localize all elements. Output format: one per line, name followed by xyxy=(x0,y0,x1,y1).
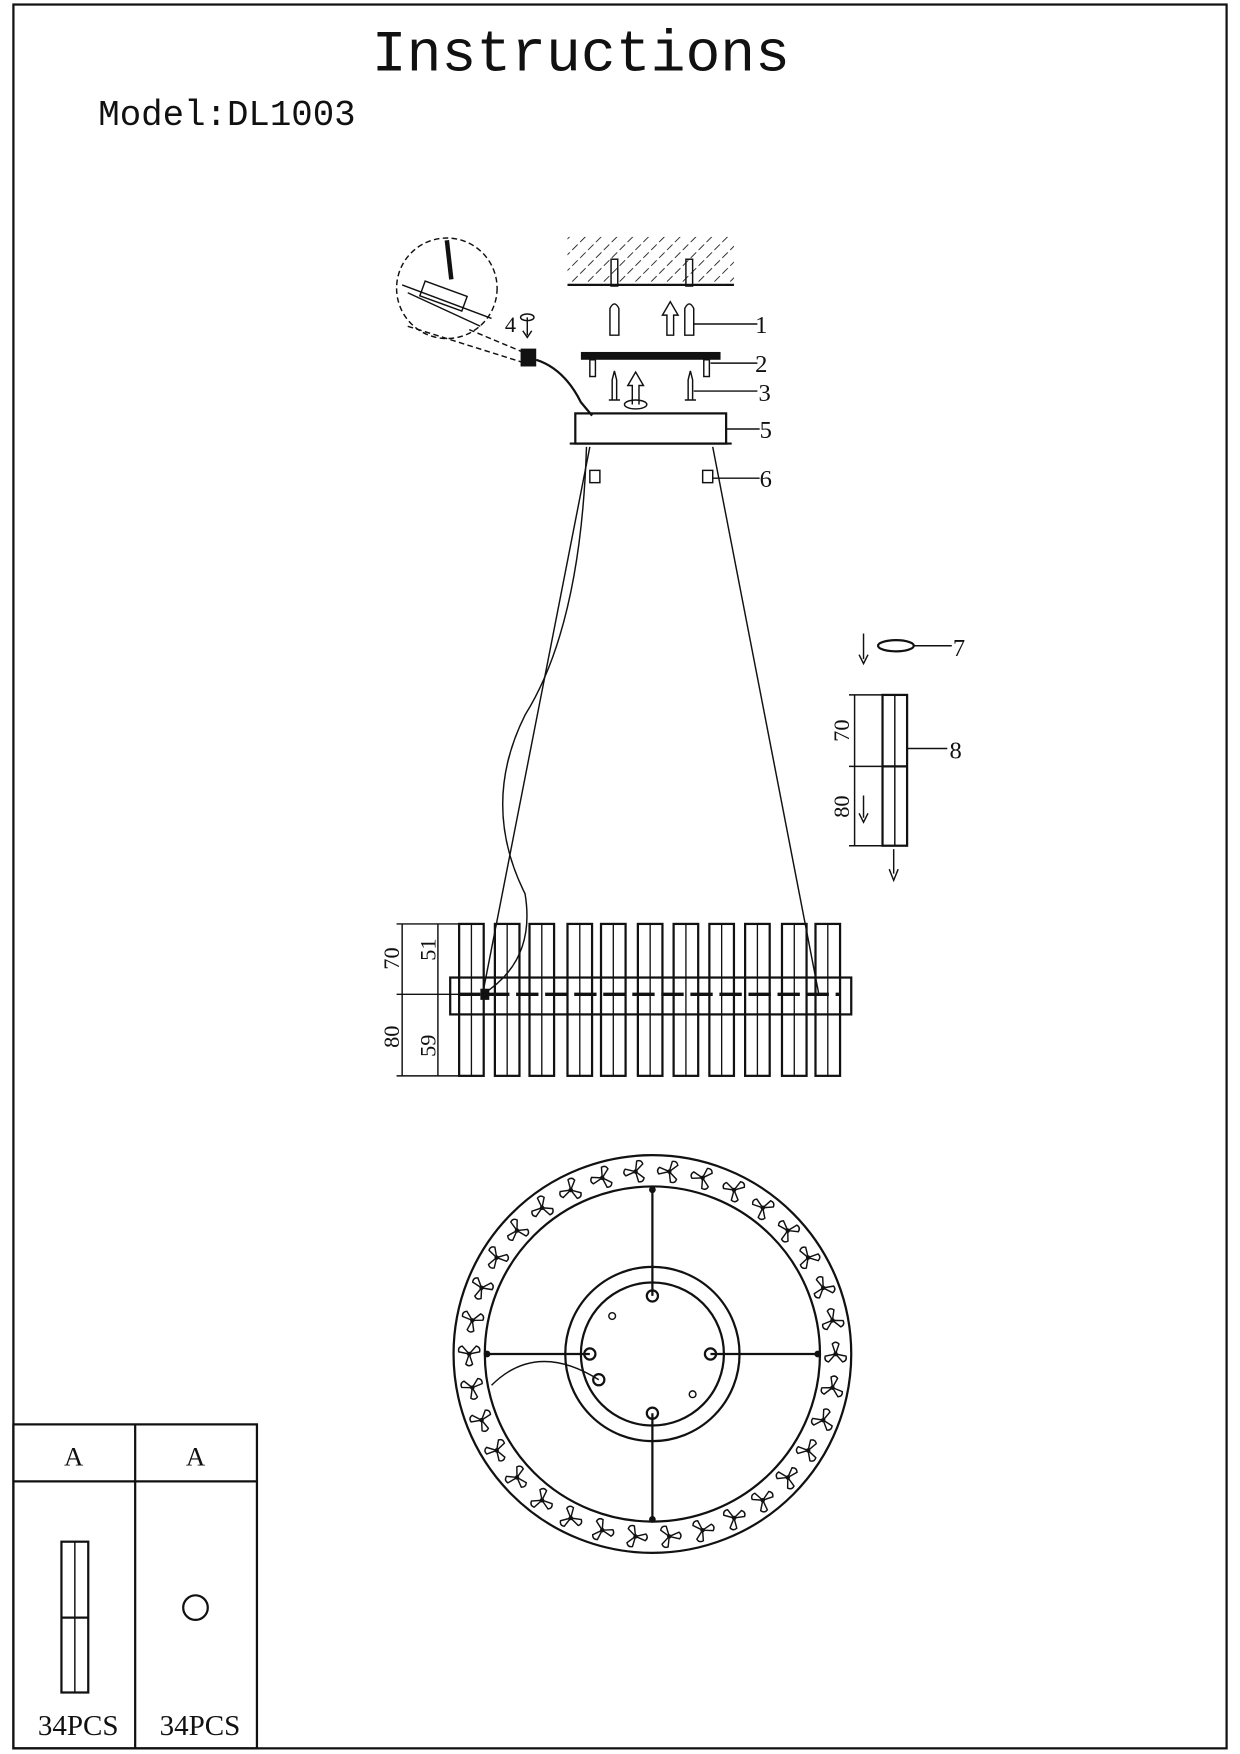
crystal-pendant xyxy=(566,922,594,1077)
crystal-pendant xyxy=(493,922,521,1077)
callout-3: 3 xyxy=(759,380,771,407)
crystal-top-icon xyxy=(824,1341,847,1363)
crystal-top-icon xyxy=(487,1246,510,1269)
side-view xyxy=(396,922,853,1077)
ring-icon xyxy=(182,1594,209,1621)
table-header-2: A xyxy=(186,1442,206,1472)
suspension-cables xyxy=(481,446,820,995)
bottom-view xyxy=(452,1154,853,1554)
screw-icon xyxy=(608,370,758,410)
dimension-lower-inner: 59 xyxy=(416,1035,441,1057)
down-arrow-icon xyxy=(858,633,869,666)
dimension-part8-lower: 80 xyxy=(829,795,854,817)
mounting-plate xyxy=(580,351,758,378)
crystal-top-icon xyxy=(530,1487,553,1510)
crystal-top-icon xyxy=(750,1490,774,1513)
crystal-top-icon xyxy=(507,1218,530,1241)
model-number: Model:DL1003 xyxy=(98,95,355,136)
up-arrow-icon xyxy=(661,300,680,336)
ring-part xyxy=(876,639,915,653)
crystal-top-icon xyxy=(799,1246,821,1270)
dimension-upper-total: 70 xyxy=(379,947,404,969)
crystal-top-icon xyxy=(460,1377,483,1400)
page-title: Instructions xyxy=(372,23,790,88)
crystal-top-icon xyxy=(820,1375,844,1398)
callout-1: 1 xyxy=(755,312,767,339)
crystal-pendant xyxy=(528,922,556,1077)
callout-8: 8 xyxy=(950,738,962,765)
crystal-top-icon xyxy=(623,1159,645,1183)
page-border xyxy=(12,3,1228,1750)
rotate-icon xyxy=(519,313,535,322)
crystal-top-icon xyxy=(659,1525,682,1549)
quantity-2: 34PCS xyxy=(160,1710,241,1742)
crystal-top-icon xyxy=(461,1310,485,1333)
quantity-1: 34PCS xyxy=(38,1710,119,1742)
crystal-pendant xyxy=(743,922,771,1077)
crystal-top-icon xyxy=(692,1520,715,1543)
crystal-top-icon xyxy=(469,1409,492,1433)
dimension-lower-total: 80 xyxy=(379,1026,404,1048)
dimension-upper-inner: 51 xyxy=(416,938,441,960)
crystal-top-icon xyxy=(484,1438,506,1462)
crystal-top-icon xyxy=(531,1195,554,1218)
crystal-top-icon xyxy=(559,1177,582,1200)
crystal-top-icon xyxy=(591,1517,615,1541)
crystal-pendant-icon xyxy=(60,1540,90,1694)
crystal-top-icon xyxy=(795,1439,818,1462)
crystal-pendant xyxy=(814,922,842,1077)
crystal-top-icon xyxy=(656,1160,679,1184)
canopy xyxy=(574,412,728,445)
wiring-detail-inset xyxy=(395,237,593,417)
crystal-top-icon xyxy=(471,1277,494,1300)
callout-2: 2 xyxy=(755,351,767,378)
crystal-pendant xyxy=(599,922,627,1077)
crystal-top-icon xyxy=(457,1345,481,1367)
crystal-top-icon xyxy=(813,1275,836,1299)
crystal-pendant xyxy=(780,922,808,1077)
crystal-top-icon xyxy=(626,1524,648,1548)
crystal-pendant-part xyxy=(849,693,948,883)
callout-4: 4 xyxy=(505,312,516,337)
crystal-pendant xyxy=(672,922,700,1077)
crystal-top-icon xyxy=(810,1408,833,1431)
crystal-top-icon xyxy=(751,1198,775,1221)
nut-icon xyxy=(701,469,714,484)
ceiling-diagram xyxy=(567,236,734,287)
crystal-top-icon xyxy=(722,1508,746,1531)
crystal-top-icon xyxy=(821,1308,845,1331)
crystal-pendant xyxy=(636,922,664,1077)
callout-7: 7 xyxy=(953,635,965,662)
crystal-top-icon xyxy=(690,1167,713,1191)
table-header-1: A xyxy=(64,1442,84,1472)
crystal-top-icon xyxy=(775,1467,798,1490)
crystal-pendant xyxy=(708,922,736,1077)
callout-6: 6 xyxy=(760,466,772,493)
dimension-part8-upper: 70 xyxy=(829,719,854,741)
parts-table: A A 34PCS 34PCS xyxy=(12,1423,259,1750)
crystal-top-icon xyxy=(777,1220,801,1243)
crystal-top-icon xyxy=(504,1465,528,1488)
callout-5: 5 xyxy=(760,417,772,444)
crystal-top-icon xyxy=(722,1180,746,1203)
crystal-pendant xyxy=(458,922,485,1077)
crystal-top-icon xyxy=(590,1165,613,1188)
nut-icon xyxy=(589,469,601,484)
wall-anchor-icon xyxy=(609,300,758,336)
crystal-top-icon xyxy=(559,1505,583,1528)
